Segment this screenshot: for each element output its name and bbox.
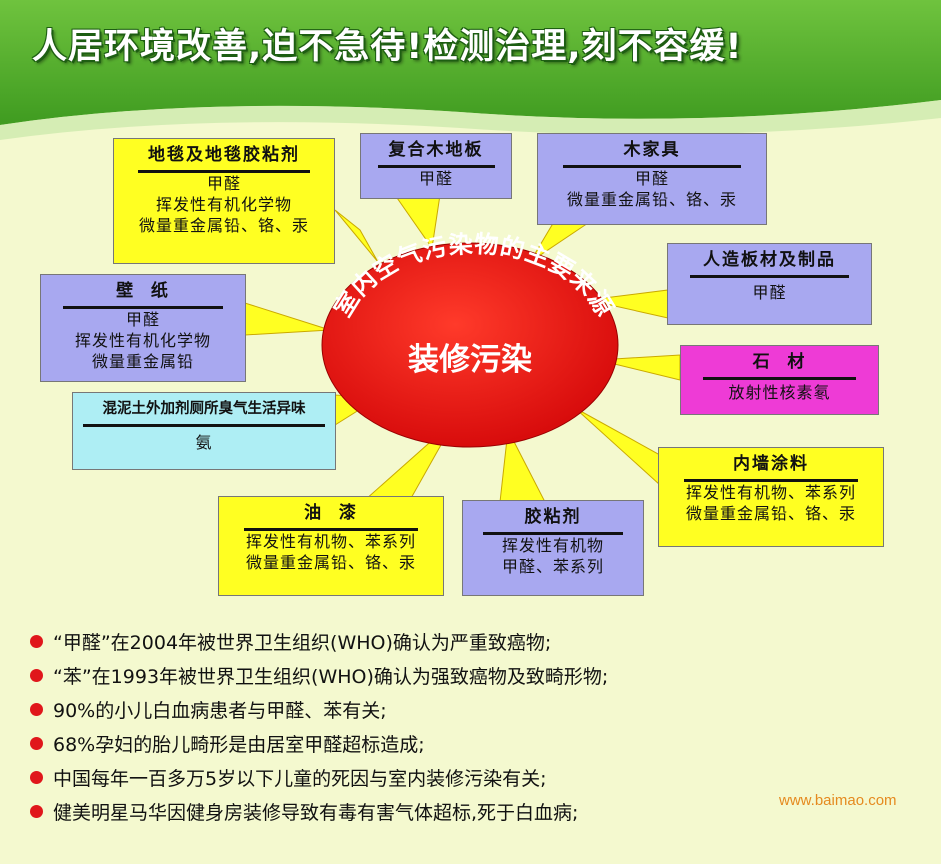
source-line: 甲醛 (418, 169, 453, 188)
source-card-wall-paint: 内墙涂料 挥发性有机物、苯系列 微量重金属铅、铬、汞 (658, 447, 884, 547)
fact-text: 90%的小儿白血病患者与甲醛、苯有关; (53, 699, 387, 722)
source-title: 内墙涂料 (683, 454, 859, 482)
source-line: 挥发性有机化学物 (74, 331, 211, 350)
source-line: 放射性核素氡 (728, 383, 831, 402)
source-card-paint: 油 漆 挥发性有机物、苯系列 微量重金属铅、铬、汞 (218, 496, 444, 596)
source-line: 甲醛 (206, 174, 241, 193)
source-card-composite-floor: 复合木地板 甲醛 (360, 133, 512, 199)
center-main-text: 装修污染 (408, 342, 532, 378)
fact-text: “苯”在1993年被世界卫生组织(WHO)确认为强致癌物及致畸形物; (53, 665, 609, 688)
list-item: “苯”在1993年被世界卫生组织(WHO)确认为强致癌物及致畸形物; (30, 658, 910, 692)
source-line: 微量重金属铅、铬、汞 (685, 504, 856, 523)
source-line: 微量重金属铅 (91, 352, 194, 371)
callout-pointer (244, 302, 331, 336)
source-line: 挥发性有机物 (501, 536, 604, 555)
source-title: 人造板材及制品 (690, 250, 849, 278)
source-card-carpet: 地毯及地毯胶粘剂 甲醛 挥发性有机化学物 微量重金属铅、铬、汞 (113, 138, 335, 264)
fact-text: 健美明星马华因健身房装修导致有毒有害气体超标,死于白血病; (53, 801, 579, 824)
source-card-concrete: 混泥土外加剂厕所臭气生活异味 氨 (72, 392, 336, 470)
source-title: 复合木地板 (377, 140, 495, 168)
watermark: www.baimao.com (779, 792, 897, 809)
source-line: 微量重金属铅、铬、汞 (138, 216, 309, 235)
source-title: 石 材 (702, 352, 857, 380)
source-card-adhesive: 胶粘剂 挥发性有机物 甲醛、苯系列 (462, 500, 644, 596)
callout-pointer (574, 407, 661, 487)
list-item: 90%的小儿白血病患者与甲醛、苯有关; (30, 692, 910, 726)
callout-pointer (334, 209, 379, 263)
list-item: 中国每年一百多万5岁以下儿童的死因与室内装修污染有关; (30, 760, 910, 794)
source-title: 混泥土外加剂厕所臭气生活异味 (83, 399, 325, 427)
bullet-icon (30, 668, 43, 682)
bullet-icon (30, 702, 43, 716)
list-item: “甲醛”在2004年被世界卫生组织(WHO)确认为严重致癌物; (30, 624, 910, 658)
source-title: 地毯及地毯胶粘剂 (138, 145, 310, 173)
source-title: 木家具 (563, 140, 741, 168)
source-line: 甲醛 (125, 310, 160, 329)
source-line: 微量重金属铅、铬、汞 (245, 553, 416, 572)
source-line: 甲醛 (752, 283, 787, 302)
bullet-icon (30, 804, 43, 818)
source-line: 甲醛 (634, 169, 669, 188)
source-card-wallpaper: 壁 纸 甲醛 挥发性有机化学物 微量重金属铅 (40, 274, 246, 382)
source-line: 甲醛、苯系列 (501, 557, 604, 576)
list-item: 68%孕妇的胎儿畸形是由居室甲醛超标造成; (30, 726, 910, 760)
source-line: 微量重金属铅、铬、汞 (566, 190, 737, 209)
central-ellipse (321, 242, 619, 448)
source-line: 挥发性有机物、苯系列 (685, 483, 856, 502)
source-card-furniture: 木家具 甲醛 微量重金属铅、铬、汞 (537, 133, 767, 225)
list-item: 健美明星马华因健身房装修导致有毒有害气体超标,死于白血病; (30, 794, 910, 828)
source-title: 油 漆 (243, 503, 419, 531)
banner-swoosh (0, 100, 941, 140)
banner-background (0, 0, 941, 125)
source-line: 挥发性有机物、苯系列 (245, 532, 416, 551)
source-line: 挥发性有机化学物 (155, 195, 292, 214)
fact-text: “甲醛”在2004年被世界卫生组织(WHO)确认为严重致癌物; (53, 631, 552, 654)
bullet-icon (30, 634, 43, 648)
source-line: 氨 (195, 433, 213, 452)
source-title: 壁 纸 (63, 281, 223, 309)
fact-text: 68%孕妇的胎儿畸形是由居室甲醛超标造成; (53, 733, 425, 756)
source-card-stone: 石 材 放射性核素氡 (680, 345, 879, 415)
bullet-icon (30, 736, 43, 750)
source-card-wood-board: 人造板材及制品 甲醛 (667, 243, 872, 325)
banner-title: 人居环境改善,迫不急待!检测治理,刻不容缓! (32, 27, 743, 67)
fact-list: “甲醛”在2004年被世界卫生组织(WHO)确认为严重致癌物; “苯”在1993… (30, 624, 910, 828)
bullet-icon (30, 770, 43, 784)
source-title: 胶粘剂 (482, 507, 624, 535)
fact-text: 中国每年一百多万5岁以下儿童的死因与室内装修污染有关; (53, 767, 547, 790)
